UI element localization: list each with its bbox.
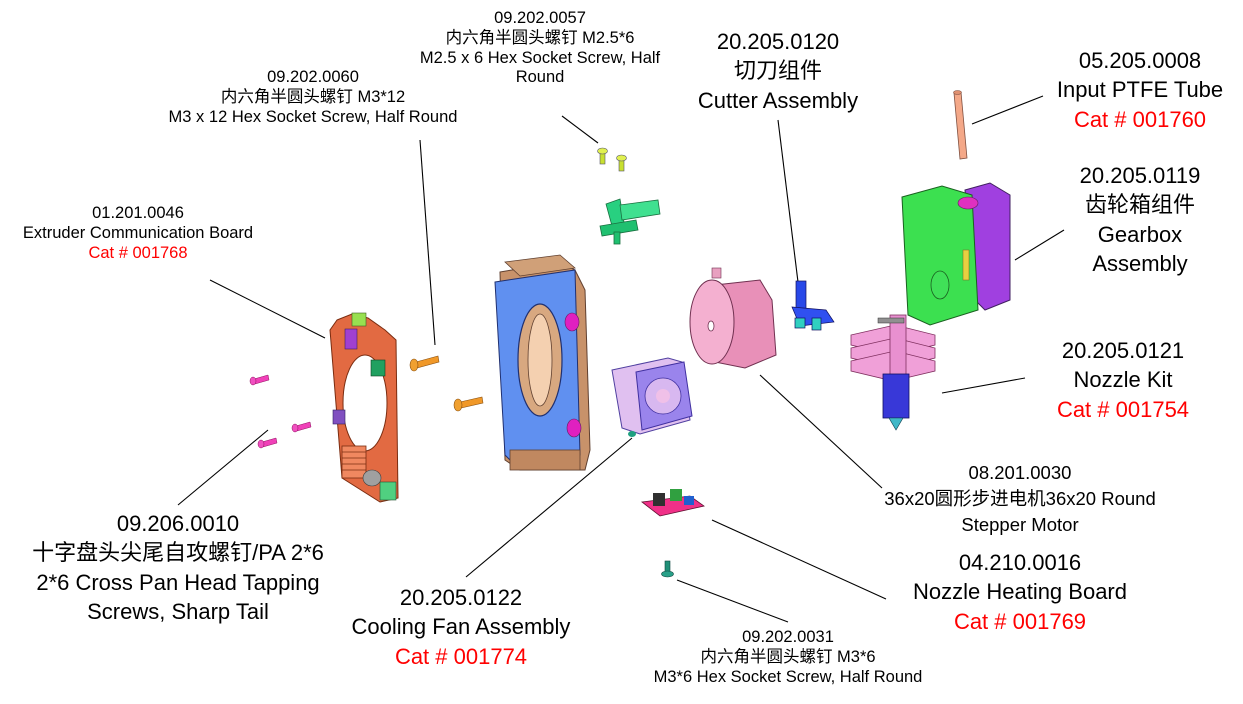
part-number: 20.205.0122 [399,585,523,610]
ptfe-tube-part [953,90,968,160]
leader-line-screw-m3x12 [419,139,436,346]
part-number: 20.205.0120 [716,29,840,54]
callout-screw-m3x12: 09.202.0060 内六角半圆头螺钉 M3*12 M3 x 12 Hex S… [140,68,486,127]
part-name-en: M2.5 x 6 Hex Socket Screw, Half [419,48,661,67]
part-name-en: Extruder Communication Board [22,223,254,242]
callout-cutter-assembly: 20.205.0120 切刀组件 Cutter Assembly [680,27,876,115]
catalog-number: Cat # 001774 [394,643,528,669]
callout-nozzle-heating-board: 04.210.0016 Nozzle Heating Board Cat # 0… [896,548,1144,636]
leader-line-screw-m2-5x6 [561,115,599,144]
leader-line-ptfe [971,95,1044,125]
part-number: 01.201.0046 [92,204,184,222]
part-number: 20.205.0121 [1061,338,1185,363]
part-name-en-cont: Round [515,68,565,87]
part-number: 08.201.0030 [968,462,1072,483]
part-name-en: 2*6 Cross Pan Head Tapping [36,569,320,595]
catalog-number: Cat # 001760 [1073,106,1207,132]
callout-nozzle-kit: 20.205.0121 Nozzle Kit Cat # 001754 [1040,336,1206,424]
part-name-cn: 内六角半圆头螺钉 M2.5*6 [445,28,635,47]
leader-line-screw-m3x6 [676,579,789,623]
nozzle-kit-part [850,314,936,431]
screw-m2-5x6-part [597,147,627,172]
leader-line-extruder-board [209,279,326,339]
part-name-en: Input PTFE Tube [1056,77,1224,103]
part-number: 04.210.0016 [958,550,1082,575]
leader-line-tapping-screws [177,429,269,506]
leader-line-gearbox [1014,229,1065,261]
part-name-cn: 切刀组件 [733,58,822,84]
part-name-en: Nozzle Kit [1073,367,1173,393]
cutter-assembly-part [791,280,835,331]
part-name-en: M3 x 12 Hex Socket Screw, Half Round [168,107,458,126]
part-number: 20.205.0119 [1079,163,1201,188]
catalog-number: Cat # 001768 [88,243,188,262]
leader-lines [177,95,1065,623]
screw-m3x6-part [661,560,674,578]
leader-line-heating-board [711,519,887,600]
part-number: 09.206.0010 [116,511,240,536]
leader-line-cutter [777,119,799,283]
callout-screw-m2-5x6: 09.202.0057 内六角半圆头螺钉 M2.5*6 M2.5 x 6 Hex… [400,9,680,88]
part-name-en: Gearbox [1097,221,1183,247]
callout-stepper-motor: 08.201.0030 36x20圆形步进电机36x20 Round Stepp… [840,460,1200,538]
part-name-cn: 十字盘头尖尾自攻螺钉/PA 2*6 [32,540,324,566]
callout-cooling-fan: 20.205.0122 Cooling Fan Assembly Cat # 0… [335,583,587,671]
part-name-en: Cooling Fan Assembly [351,614,571,640]
part-name-cn: 内六角半圆头螺钉 M3*6 [700,647,876,666]
part-name-en: Stepper Motor [961,513,1079,535]
leader-line-stepper [759,374,883,489]
leader-line-nozzle-kit [941,377,1026,394]
part-name-cn: 齿轮箱组件 [1084,192,1195,218]
part-name-en-cont: Screws, Sharp Tail [87,599,269,625]
stepper-motor-part [689,267,777,369]
part-name-cn: 36x20圆形步进电机36x20 Round [884,487,1156,509]
part-number: 05.205.0008 [1078,48,1202,73]
callout-extruder-board: 01.201.0046 Extruder Communication Board… [0,204,276,263]
part-number: 09.202.0031 [742,628,834,646]
catalog-number: Cat # 001769 [953,608,1087,634]
filament-adapter-part [599,198,661,245]
part-name-en: M3*6 Hex Socket Screw, Half Round [653,667,923,686]
cooling-fan-part [611,357,693,437]
part-number: 09.202.0060 [267,68,359,86]
catalog-number: Cat # 001754 [1056,396,1190,422]
callout-gearbox-assembly: 20.205.0119 齿轮箱组件 Gearbox Assembly [1060,161,1220,279]
nozzle-heating-board-part [640,489,705,517]
extruder-board-part [329,312,399,503]
extruder-frame-part [494,254,591,471]
callout-ptfe-tube: 05.205.0008 Input PTFE Tube Cat # 001760 [1042,46,1238,134]
callout-tapping-screws: 09.206.0010 十字盘头尖尾自攻螺钉/PA 2*6 2*6 Cross … [8,509,348,627]
part-name-en-cont: Assembly [1092,251,1188,277]
screw-m3x12-part [409,355,484,412]
gearbox-part [901,182,1011,326]
part-name-en: Nozzle Heating Board [912,579,1127,605]
leader-line-cooling-fan [465,437,633,578]
part-name-en: Cutter Assembly [697,87,859,113]
part-number: 09.202.0057 [494,9,586,27]
tapping-screws-part [249,374,312,449]
callout-screw-m3x6: 09.202.0031 内六角半圆头螺钉 M3*6 M3*6 Hex Socke… [620,628,956,687]
part-name-cn: 内六角半圆头螺钉 M3*12 [220,87,406,106]
